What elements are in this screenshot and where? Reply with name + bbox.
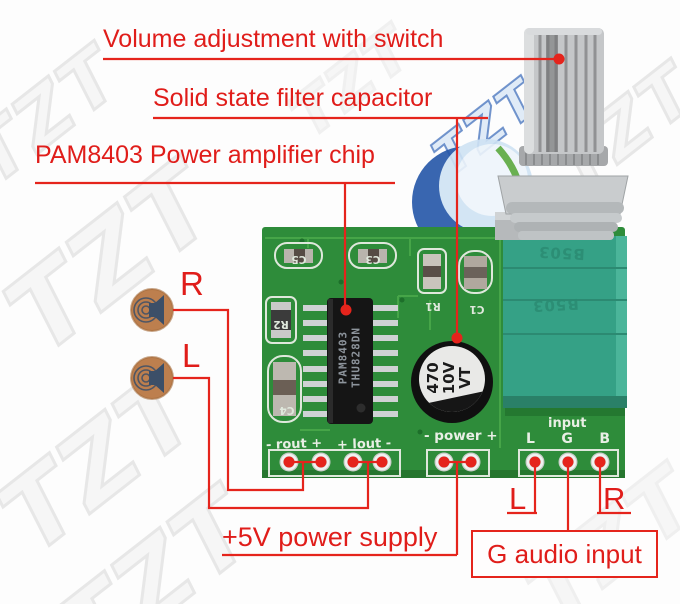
cap-voltage: 10V (440, 361, 458, 395)
input-left-label: L (509, 481, 527, 516)
speaker-right-icon (130, 288, 174, 332)
audio-input-label: G audio input (471, 530, 658, 578)
chip-marking-line1: PAM8403 (336, 330, 350, 385)
pin-g: G (561, 431, 573, 447)
silkscreen-lout: + lout - (336, 436, 392, 453)
speaker-left-icon (130, 356, 174, 400)
power-supply-label: +5V power supply (222, 522, 438, 552)
cap-series: VT (456, 367, 474, 389)
silkscreen-input: input (548, 416, 587, 431)
pam8403-chip (303, 298, 398, 424)
speaker-right-label: R (180, 265, 204, 302)
callout-lines (35, 57, 631, 557)
volume-label: Volume adjustment with switch (103, 25, 444, 53)
silkscreen-r1: R1 (425, 300, 441, 312)
pin-b: B (599, 431, 610, 447)
silkscreen-c5: C5 (291, 253, 307, 265)
chip-marking-line2: THU828DN (349, 327, 363, 388)
capacitor-label: Solid state filter capacitor (153, 84, 433, 112)
smd-components (271, 249, 487, 416)
cap-value: 470 (424, 362, 442, 394)
pot-marking: B503 (537, 242, 586, 264)
pot-marking: B503 (531, 294, 580, 316)
silkscreen-power: - power + (424, 428, 498, 444)
silkscreen-c3: C3 (365, 253, 381, 265)
silkscreen-r2: R2 (273, 318, 289, 330)
callout-dots (283, 53, 606, 468)
pin-l: L (526, 431, 535, 447)
silkscreen-c4: C4 (279, 404, 295, 416)
filter-capacitor (411, 341, 493, 423)
silkscreen-input-pins: L G B (526, 431, 610, 447)
input-right-label: R (603, 481, 626, 516)
speaker-left-label: L (182, 337, 201, 374)
silkscreen-rout: - rout + (265, 436, 323, 453)
silkscreen-c1: C1 (469, 303, 485, 315)
chip-label: PAM8403 Power amplifier chip (35, 141, 375, 169)
potentiometer (495, 28, 629, 408)
capacitor-marking: 470 10V VT (424, 342, 474, 414)
